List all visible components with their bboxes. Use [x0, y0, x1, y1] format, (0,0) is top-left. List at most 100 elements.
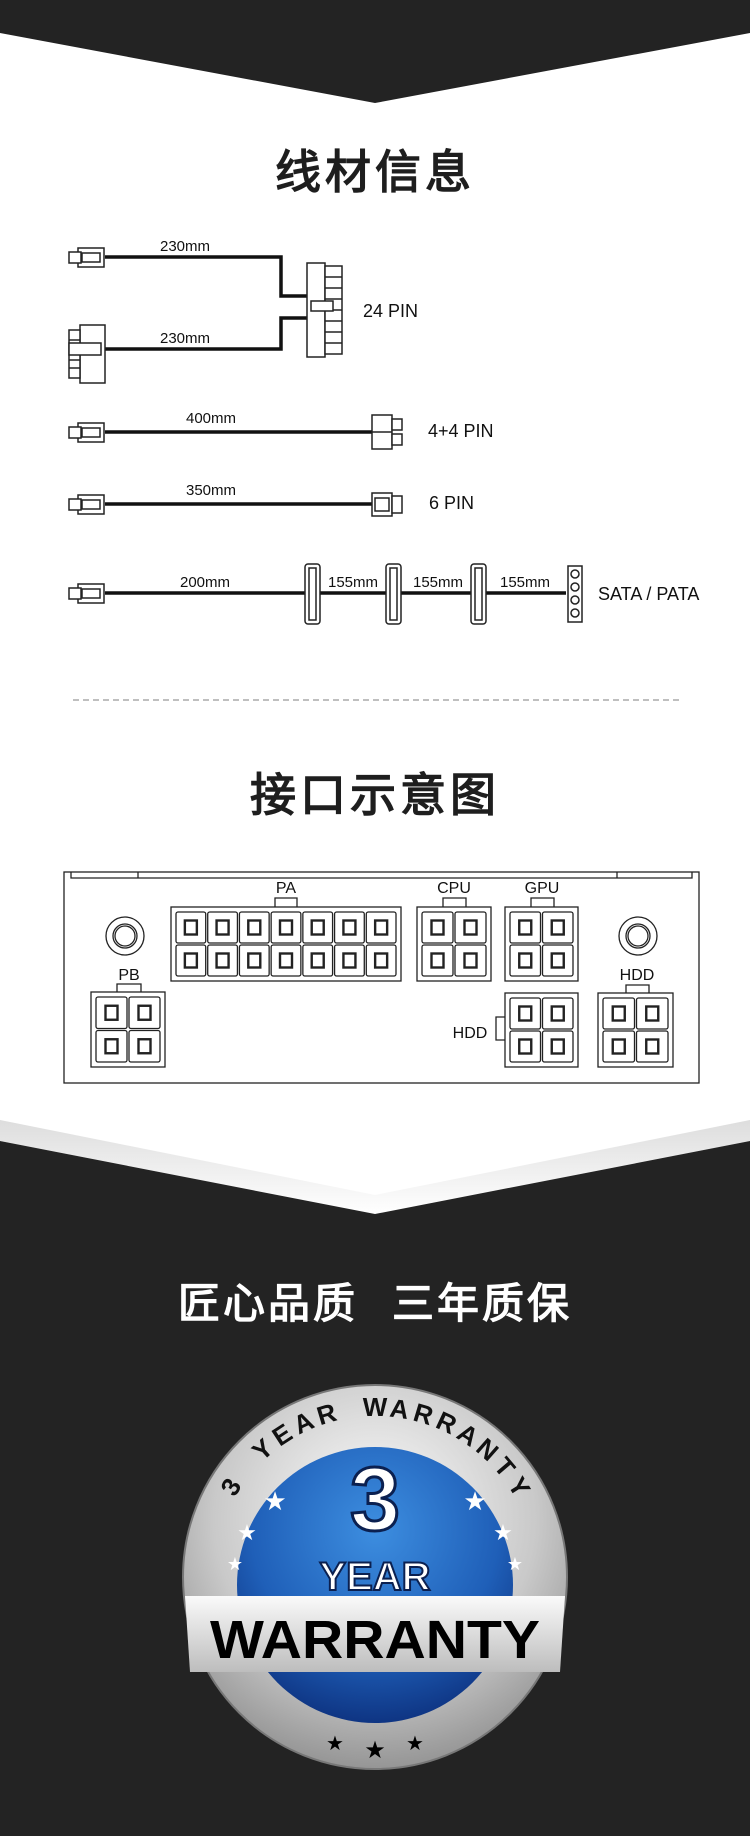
pin-socket — [541, 944, 574, 977]
pin-terminal — [137, 1038, 152, 1055]
pin-terminal — [278, 952, 294, 969]
pin-socket — [175, 911, 207, 944]
pin-terminal — [550, 1005, 565, 1022]
interface-diagram: PA CPU GPU PB HDD HDD — [63, 871, 700, 1084]
gpu-port-label: GPU — [525, 880, 560, 897]
pin-terminal — [104, 1004, 119, 1021]
pin-socket — [302, 911, 334, 944]
cpu-label: 4+4 PIN — [428, 421, 494, 441]
cpu-connector — [416, 906, 492, 982]
molex-connector-icon — [567, 565, 583, 623]
pin-terminal — [430, 952, 445, 969]
pin-socket — [602, 1030, 636, 1063]
pin-socket — [95, 1029, 128, 1063]
pin-socket — [509, 997, 542, 1030]
pcie-label: 6 PIN — [429, 493, 474, 513]
pin-terminal — [463, 952, 478, 969]
sata-segment-length: 155mm — [328, 574, 378, 591]
pin-terminal — [550, 919, 565, 936]
pin-terminal — [645, 1005, 660, 1022]
pin-terminal — [342, 919, 357, 936]
pin-terminal — [518, 1038, 533, 1055]
hdd-mid-label: HDD — [453, 1025, 488, 1042]
panel-top-strip — [70, 872, 693, 879]
sata-segment-length: 155mm — [413, 574, 463, 591]
pin-socket — [333, 944, 365, 977]
pin-socket — [333, 911, 365, 944]
pin-socket — [270, 944, 302, 977]
pin-terminal — [550, 952, 565, 969]
bottom-star-icons: ★★★ — [326, 1733, 424, 1764]
pin-terminal — [373, 952, 389, 969]
pin-terminal — [611, 1005, 626, 1022]
pin-socket — [238, 911, 270, 944]
pcie-length: 350mm — [186, 482, 236, 499]
bottom-shadow — [0, 1120, 750, 1214]
pin-socket — [541, 997, 574, 1030]
pin-socket — [454, 911, 487, 944]
pin-terminal — [310, 919, 325, 936]
pin-terminal — [247, 919, 262, 936]
svg-text:★: ★ — [463, 1486, 486, 1516]
pin-socket — [421, 944, 454, 977]
pin-terminal — [645, 1038, 660, 1055]
psu-plug-icon — [68, 422, 105, 443]
gpu-connector — [504, 906, 579, 982]
svg-text:★: ★ — [507, 1554, 523, 1574]
hdd-right-connector — [597, 992, 674, 1068]
slogan-quality: 匠心品质 — [177, 1279, 358, 1328]
pin-terminal — [278, 919, 294, 936]
badge-arc-letter: W — [363, 1392, 388, 1422]
pin-terminal — [518, 919, 533, 936]
svg-text:★: ★ — [493, 1520, 513, 1545]
pin-socket — [207, 911, 239, 944]
psu-plug-icon — [68, 583, 105, 604]
cpu-4plus4-connector-icon — [371, 414, 403, 450]
pin-socket — [635, 1030, 669, 1063]
sata-connector-icon — [470, 563, 487, 625]
hdd-mid-connector — [504, 992, 579, 1068]
pin-terminal — [518, 952, 533, 969]
pin-socket — [128, 996, 161, 1030]
hdd-right-label: HDD — [620, 967, 655, 984]
atx-24pin-connector-icon — [306, 262, 343, 358]
sata-segment-length: 155mm — [500, 574, 550, 591]
panel-outline — [63, 871, 700, 1084]
pin-terminal — [104, 1038, 119, 1055]
svg-text:★: ★ — [406, 1733, 424, 1755]
atx-top-length: 230mm — [160, 238, 210, 255]
pin-terminal — [137, 1004, 152, 1021]
pin-socket — [454, 944, 487, 977]
slogan-warranty: 三年质保 — [392, 1279, 573, 1328]
psu-plug-icon — [68, 494, 105, 515]
pin-terminal — [373, 919, 389, 936]
pin-socket — [509, 1030, 542, 1063]
badge-arc-letter: A — [388, 1393, 411, 1425]
mount-hole-icon — [105, 916, 145, 956]
psu-plug-icon — [68, 247, 105, 268]
pin-socket — [635, 997, 669, 1030]
pin-socket — [509, 911, 542, 944]
sata-label: SATA / PATA — [598, 584, 699, 604]
star-icons: ★★ ★★ ★★ — [227, 1486, 523, 1574]
pin-socket — [207, 944, 239, 977]
sata-connector-icon — [304, 563, 321, 625]
pin-terminal — [430, 919, 445, 936]
badge-year: YEAR — [319, 1555, 430, 1599]
pin-socket — [365, 944, 397, 977]
pin-socket — [541, 1030, 574, 1063]
svg-text:★: ★ — [237, 1520, 257, 1545]
top-dark-band — [0, 0, 750, 103]
pin-socket — [509, 944, 542, 977]
svg-text:★: ★ — [263, 1486, 286, 1516]
pin-socket — [128, 1029, 161, 1063]
interface-section-title: 接口示意图 — [250, 768, 500, 822]
pin-terminal — [215, 919, 230, 936]
badge-number: 3 — [350, 1450, 400, 1550]
sata-connector-icon — [385, 563, 402, 625]
pin-terminal — [215, 952, 230, 969]
pa-connector — [170, 906, 402, 982]
svg-text:★: ★ — [364, 1737, 386, 1764]
pin-socket — [270, 911, 302, 944]
